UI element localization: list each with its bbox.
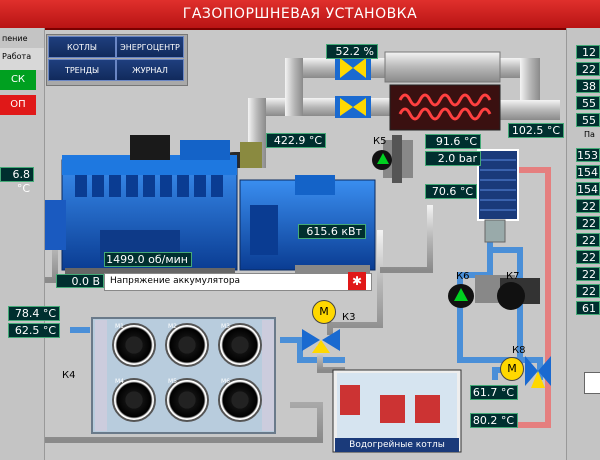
cooler-fan-icon <box>112 378 156 422</box>
cooler-out-temp-reading: 62.5 °C <box>8 323 60 338</box>
left-temp-reading: 6.8 °C <box>0 167 34 195</box>
engine <box>40 135 376 278</box>
right-value: 38 <box>576 79 600 93</box>
heat-exchanger-temp-reading: 91.6 °C <box>425 134 481 149</box>
rpm-reading: 1499.0 об/мин <box>104 252 192 267</box>
cooler-fan-icon <box>165 323 209 367</box>
k7-label: К7 <box>506 271 520 282</box>
cooler-in-temp-reading: 78.4 °C <box>8 306 60 321</box>
right-value: 154 <box>576 182 600 196</box>
right-value: 153 <box>576 148 600 162</box>
exhaust-valves <box>335 56 371 118</box>
k3-motor-icon[interactable]: M <box>312 300 336 324</box>
exhaust-out-temp-reading: 102.5 °C <box>508 123 564 138</box>
k5-label: К5 <box>373 136 387 147</box>
energy-center-nav-button[interactable]: ЭНЕРГОЦЕНТР <box>116 36 184 58</box>
alarm-icon[interactable]: ✱ <box>348 272 366 290</box>
start-button[interactable]: СК <box>0 70 36 90</box>
cooler-fan-icon <box>218 378 262 422</box>
right-value: 154 <box>576 165 600 179</box>
journal-nav-button[interactable]: ЖУРНАЛ <box>116 59 184 81</box>
cooler-fan-icon <box>165 378 209 422</box>
right-value: 55 <box>576 113 600 127</box>
k3-valve-icon[interactable] <box>300 325 344 355</box>
title-bar <box>0 0 600 30</box>
fan-label: М3 <box>221 323 230 330</box>
battery-label: Напряжение аккумулятора <box>110 276 241 286</box>
boiler-out-temp-reading: 80.2 °C <box>470 413 518 428</box>
fan-label: М2 <box>168 323 177 330</box>
fan-label: М4 <box>115 378 124 385</box>
right-value: 12 <box>576 45 600 59</box>
cooler-fan-icon <box>112 323 156 367</box>
battery-status-bar <box>104 273 372 291</box>
k6-status-icon <box>454 288 468 301</box>
right-value: 22 <box>576 62 600 76</box>
k7-pump-icon[interactable] <box>497 282 525 310</box>
fan-label: М1 <box>115 323 124 330</box>
return-temp-reading: 70.6 °C <box>425 184 477 199</box>
right-value: 22 <box>576 250 600 264</box>
right-value: 22 <box>576 199 600 213</box>
k3-label: К3 <box>342 312 356 323</box>
cooler-fan-icon <box>218 323 262 367</box>
left-panel-header: пение <box>2 34 28 43</box>
trends-nav-button[interactable]: ТРЕНДЫ <box>48 59 116 81</box>
k8-motor-icon[interactable]: M <box>500 357 524 381</box>
k4-label: К4 <box>62 370 76 381</box>
boilers-nav-button[interactable]: КОТЛЫ <box>48 36 116 58</box>
fan-label: М5 <box>168 378 177 385</box>
pressure-reading: 2.0 bar <box>425 151 481 166</box>
left-panel <box>0 28 45 460</box>
right-value: 55 <box>576 96 600 110</box>
valve-percent-reading: 52.2 % <box>326 44 378 59</box>
right-value: 22 <box>576 267 600 281</box>
right-value: 22 <box>576 233 600 247</box>
right-panel-input[interactable] <box>584 372 600 394</box>
right-panel-header: Па <box>584 130 595 139</box>
right-value: 61 <box>576 301 600 315</box>
boiler-in-temp-reading: 61.7 °C <box>470 385 518 400</box>
power-reading: 615.6 кВт <box>298 224 366 239</box>
fan-label: М6 <box>221 378 230 385</box>
stop-button[interactable]: ОП <box>0 95 36 115</box>
k8-label: К8 <box>512 345 526 356</box>
exhaust-temp-reading: 422.9 °C <box>266 133 326 148</box>
k6-label: К6 <box>456 271 470 282</box>
mode-label: Работа <box>2 52 32 61</box>
right-value: 22 <box>576 216 600 230</box>
right-value: 22 <box>576 284 600 298</box>
window-title: ГАЗОПОРШНЕВАЯ УСТАНОВКА <box>182 6 418 22</box>
boilers-card-caption[interactable]: Водогрейные котлы <box>349 440 445 450</box>
k5-status-icon <box>377 153 389 164</box>
k8-valve-icon[interactable] <box>523 354 553 390</box>
battery-voltage-reading: 0.0 В <box>56 274 104 288</box>
